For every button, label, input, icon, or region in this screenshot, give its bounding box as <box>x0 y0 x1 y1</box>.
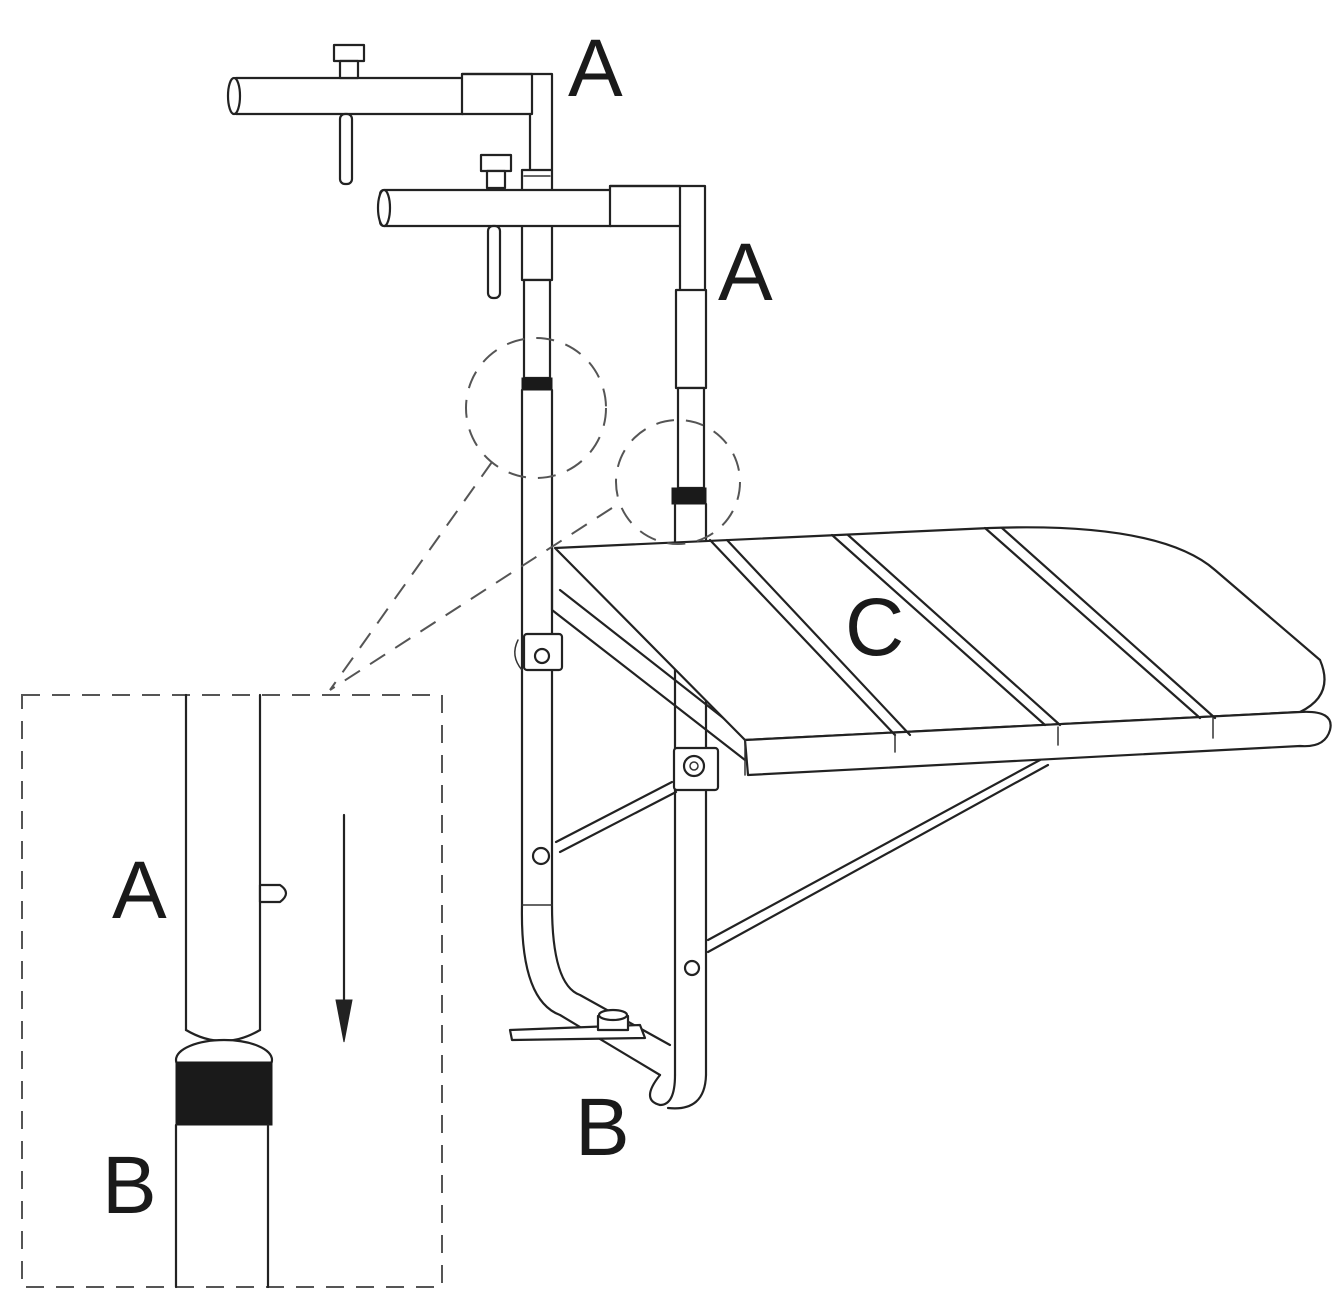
callout-leader-lines <box>329 461 613 691</box>
detail-callout-circle <box>465 337 607 479</box>
detail-inset <box>21 693 443 1289</box>
label-a-detail: A <box>112 845 167 936</box>
label-b-detail: B <box>102 1140 157 1231</box>
label-a-middle: A <box>718 227 773 318</box>
back-hook-bracket <box>226 43 554 186</box>
clamp-bolt <box>479 153 513 300</box>
label-a-top: A <box>568 23 623 114</box>
clamp-bolt <box>332 43 366 186</box>
support-braces <box>522 632 1050 954</box>
insert-direction-arrow <box>335 813 353 1043</box>
table-top <box>550 526 1332 777</box>
label-c-table: C <box>845 582 904 673</box>
label-b-bottom: B <box>575 1082 630 1173</box>
foot-plate <box>508 1008 647 1042</box>
front-hook-bracket <box>376 153 707 300</box>
detail-callout-circle <box>615 419 741 545</box>
